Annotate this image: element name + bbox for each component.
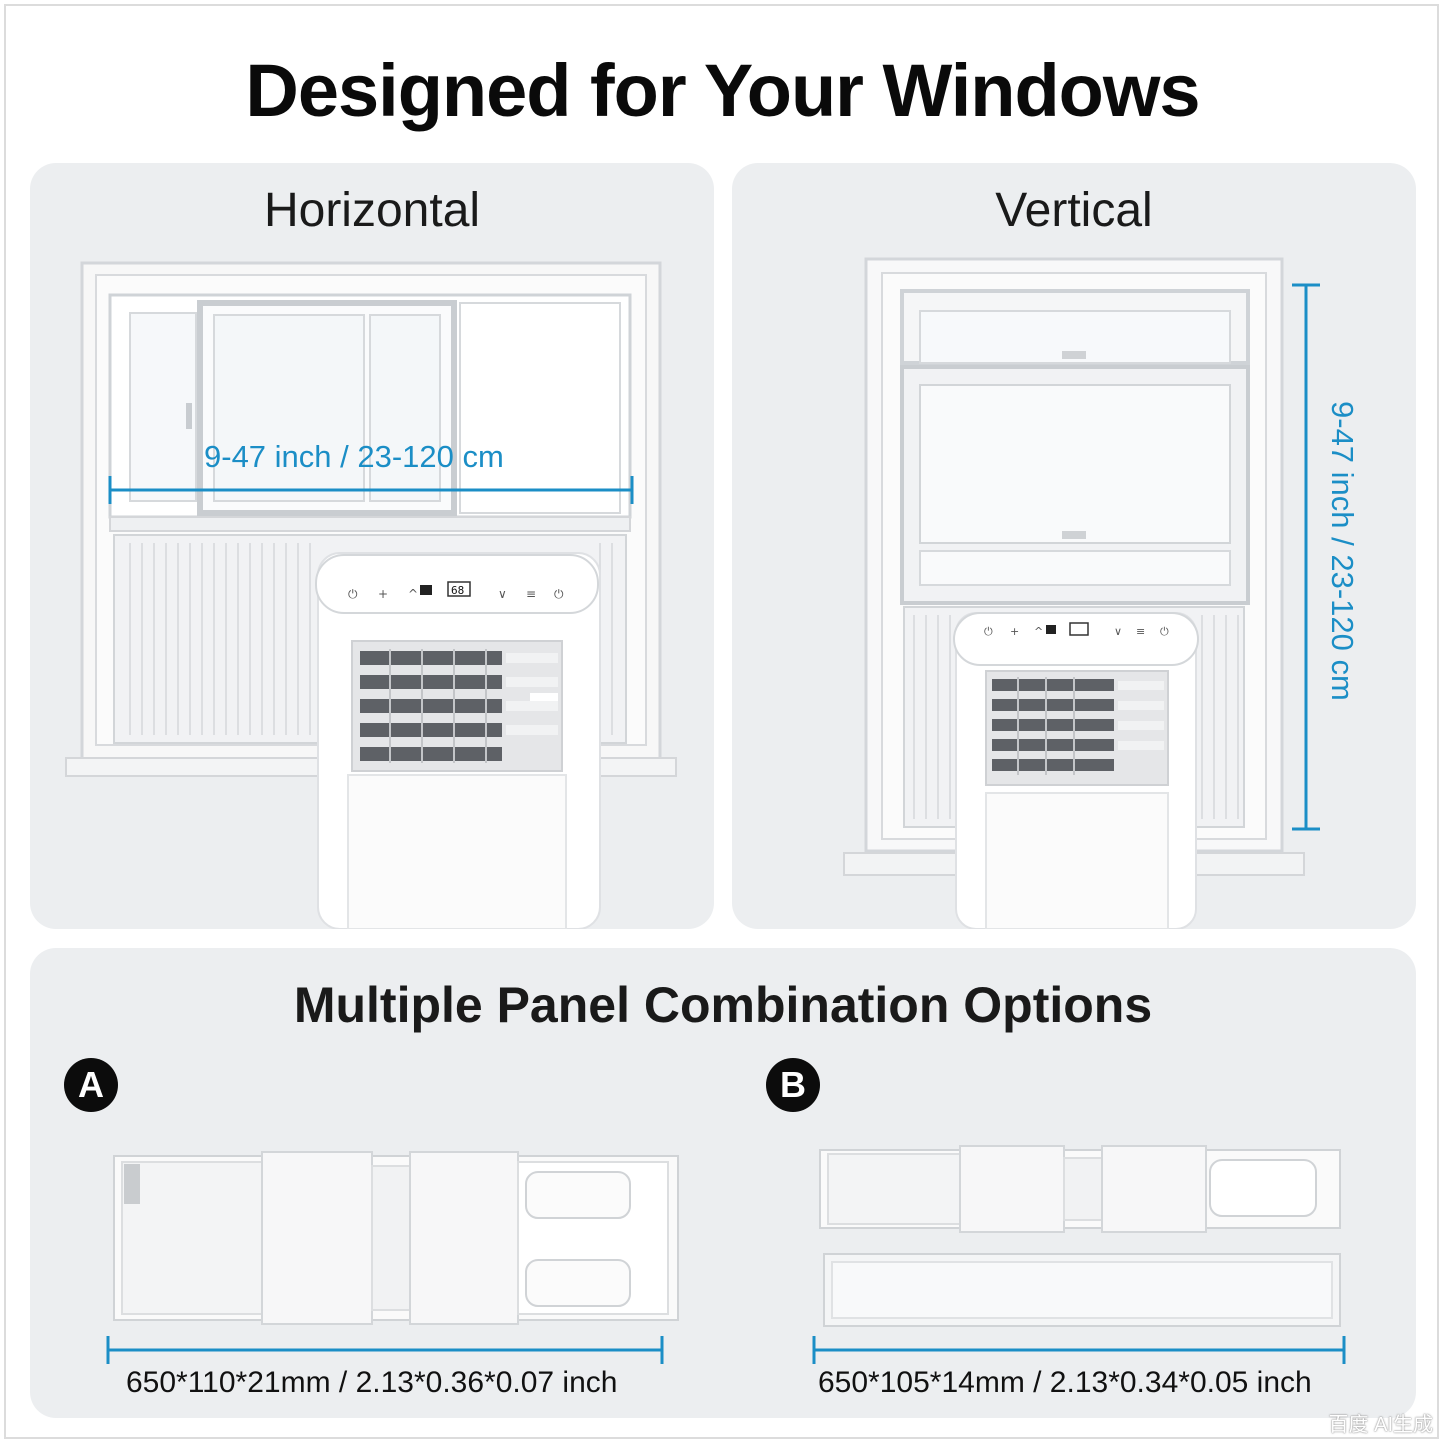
svg-text:≡: ≡ [1136,625,1145,638]
horizontal-window-illustration: ⏻ + ^ ∨ ≡ ⏻ 68 [65,261,677,929]
svg-text:⏻: ⏻ [1160,625,1169,638]
svg-text:+: + [1010,625,1019,638]
option-a-size-label: 650*110*21mm / 2.13*0.36*0.07 inch [126,1366,618,1399]
svg-text:∨: ∨ [1114,625,1122,638]
svg-text:⏻: ⏻ [984,625,993,638]
svg-text:⏻: ⏻ [554,587,564,601]
svg-text:≡: ≡ [526,587,536,601]
vertical-window-illustration: ⏻ + ^ ∨ ≡ ⏻ [843,257,1320,929]
svg-text:⏻: ⏻ [348,587,358,601]
vertical-label: Vertical [995,184,1153,237]
panel-options-card: Multiple Panel Combination Options A B [30,948,1416,1418]
panel-options-title: Multiple Panel Combination Options [293,977,1153,1033]
vertical-dimension-label: 9-47 inch / 23-120 cm [1325,401,1360,701]
option-a-panel-illustration [106,1151,679,1364]
option-b-panel-illustration [812,1145,1346,1364]
ac-display-readout: 68 [451,584,464,597]
svg-text:∨: ∨ [498,587,507,601]
horizontal-card: Horizontal [30,163,714,929]
option-b-size-label: 650*105*14mm / 2.13*0.34*0.05 inch [818,1366,1312,1399]
svg-text:^: ^ [1034,625,1043,638]
watermark: 百度 AI生成 [1328,1414,1433,1436]
option-a-badge: A [64,1058,118,1112]
svg-text:^: ^ [408,587,418,601]
option-b-badge: B [766,1058,820,1112]
vertical-card: Vertical ⏻ + [732,163,1416,929]
horizontal-label: Horizontal [263,184,481,237]
svg-text:+: + [378,587,388,601]
horizontal-dimension-label: 9-47 inch / 23-120 cm [204,439,504,474]
page-title: Designed for Your Windows [245,49,1200,132]
